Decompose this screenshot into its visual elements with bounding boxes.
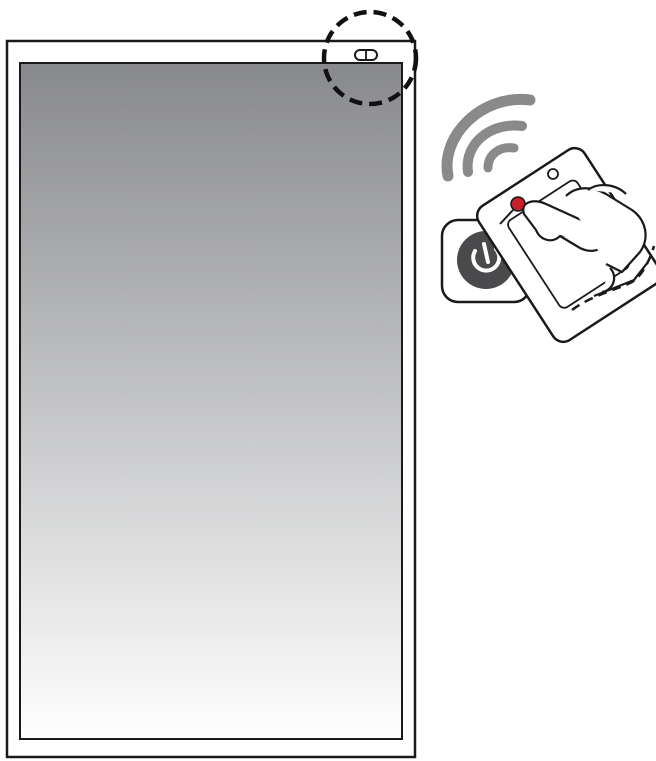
display [7,41,415,757]
ir-sensor-icon [355,50,377,60]
wireless-signal-icon [447,99,530,176]
small-button [548,169,558,179]
display-screen [20,63,402,739]
